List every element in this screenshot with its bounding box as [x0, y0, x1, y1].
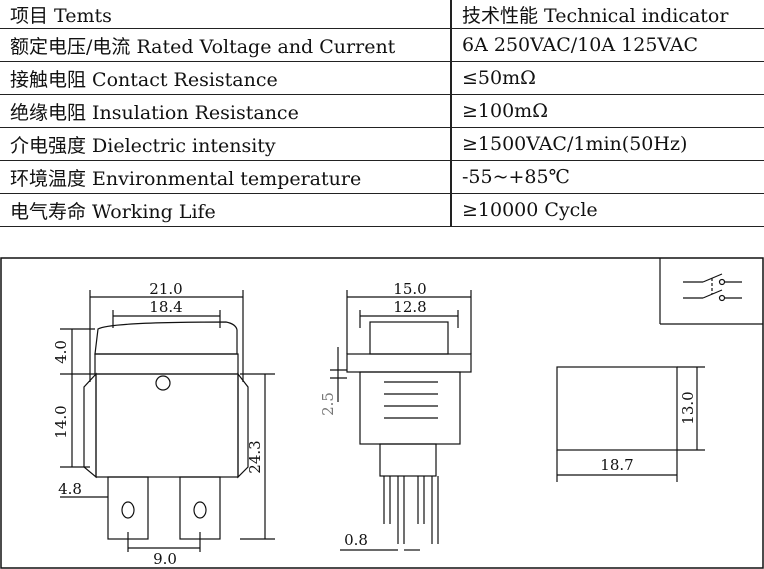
spec-row: 电气寿命 Working Life≥10000 Cycle — [0, 193, 764, 227]
spec-item-cell: 项目 Temts — [0, 0, 452, 29]
cutout-view — [556, 366, 705, 482]
spec-value-cell: ≥1500VAC/1min(50Hz) — [451, 127, 764, 161]
side-view — [330, 290, 472, 551]
spec-item-cell: 介电强度 Dielectric intensity — [0, 127, 452, 161]
spec-row: 介电强度 Dielectric intensity≥1500VAC/1min(5… — [0, 127, 764, 161]
spec-item-cell: 绝缘电阻 Insulation Resistance — [0, 94, 452, 128]
spec-value-cell: 6A 250VAC/10A 125VAC — [451, 28, 764, 62]
front-view — [60, 290, 275, 552]
spec-item-cell: 电气寿命 Working Life — [0, 193, 452, 227]
dim-cutout-height: 13.0 — [679, 391, 697, 424]
dimension-drawing: 21.0 18.4 4.0 14.0 24.3 4.8 9.0 15.0 — [0, 257, 764, 569]
dim-side-width-overall: 15.0 — [393, 280, 426, 298]
spec-value-cell: ≥100mΩ — [451, 94, 764, 128]
dim-terminal-width: 4.8 — [58, 480, 82, 498]
spec-value-cell: ≥10000 Cycle — [451, 193, 764, 227]
dim-rocker-height: 4.0 — [52, 340, 70, 364]
dim-front-width-overall: 21.0 — [149, 280, 182, 298]
dim-side-width-inner: 12.8 — [393, 298, 426, 316]
dim-total-height: 24.3 — [246, 440, 264, 473]
dim-body-height: 14.0 — [52, 405, 70, 438]
drawing-frame — [0, 257, 764, 569]
dim-side-flange: 2.5 — [319, 392, 337, 416]
spec-item-cell: 接触电阻 Contact Resistance — [0, 61, 452, 95]
spec-row: 接触电阻 Contact Resistance≤50mΩ — [0, 61, 764, 95]
spec-row: 环境温度 Environmental temperature-55~+85℃ — [0, 160, 764, 194]
spec-row: 绝缘电阻 Insulation Resistance≥100mΩ — [0, 94, 764, 128]
dim-cutout-width: 18.7 — [600, 456, 633, 474]
dim-front-width-inner: 18.4 — [149, 298, 182, 316]
spec-item-cell: 额定电压/电流 Rated Voltage and Current — [0, 28, 452, 62]
dim-terminal-pitch: 9.0 — [153, 550, 177, 568]
double-pole-switch-icon — [659, 258, 763, 325]
dim-pin-thickness: 0.8 — [344, 531, 368, 549]
spec-value-cell: 技术性能 Technical indicator — [451, 0, 764, 29]
spec-value-cell: -55~+85℃ — [451, 160, 764, 194]
spec-item-cell: 环境温度 Environmental temperature — [0, 160, 452, 194]
spec-value-cell: ≤50mΩ — [451, 61, 764, 95]
